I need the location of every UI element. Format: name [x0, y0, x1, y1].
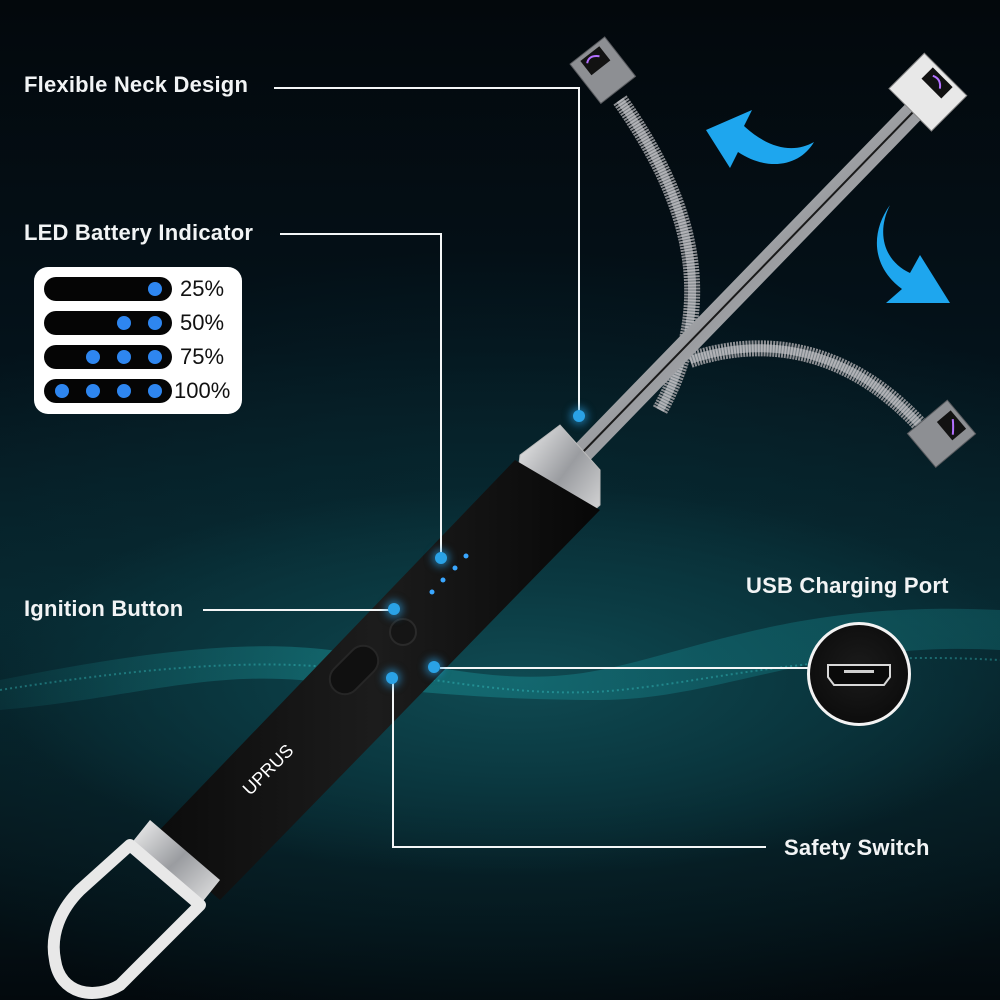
- callout-marker-dot: [435, 552, 447, 564]
- bend-arrow-down-right-icon: [876, 205, 950, 303]
- battery-level-25: 25%: [44, 276, 225, 301]
- usb-port-closeup: [807, 622, 911, 726]
- battery-bar: [44, 277, 172, 301]
- battery-percent-label: 25%: [180, 276, 225, 301]
- leader-line: [440, 233, 442, 555]
- callout-safety-switch: Safety Switch: [784, 835, 930, 860]
- led-dot: [117, 316, 131, 330]
- led-dot: [148, 350, 162, 364]
- battery-level-legend: 25% 50% 75% 100%: [34, 267, 242, 414]
- callout-led-indicator: LED Battery Indicator: [24, 220, 254, 245]
- led-dot: [86, 350, 100, 364]
- leader-line: [440, 667, 808, 669]
- tip-right: [906, 399, 977, 468]
- battery-percent-label: 100%: [174, 378, 231, 403]
- callout-marker-dot: [386, 672, 398, 684]
- callout-marker-dot: [428, 661, 440, 673]
- callout-marker-dot: [573, 410, 585, 422]
- leader-line: [280, 233, 442, 235]
- battery-percent-label: 75%: [180, 344, 225, 369]
- led-dot: [86, 384, 100, 398]
- bend-arrow-up-left-icon: [706, 110, 814, 168]
- tip-top: [888, 52, 968, 132]
- battery-bar: [44, 379, 172, 403]
- led-dot: [148, 384, 162, 398]
- led-dot: [117, 384, 131, 398]
- micro-usb-port-icon: [827, 664, 891, 686]
- battery-level-50: 50%: [44, 310, 225, 335]
- led-dot: [117, 350, 131, 364]
- callout-usb-port: USB Charging Port: [746, 573, 949, 598]
- battery-percent-label: 50%: [180, 310, 225, 335]
- led-dot: [148, 316, 162, 330]
- leader-line: [274, 87, 579, 89]
- battery-bar: [44, 345, 172, 369]
- led-dot: [55, 384, 69, 398]
- callout-ignition-button: Ignition Button: [24, 596, 184, 621]
- leader-line: [392, 846, 766, 848]
- leader-line: [392, 678, 394, 848]
- battery-bar: [44, 311, 172, 335]
- tip-left: [569, 36, 637, 105]
- callout-flexible-neck: Flexible Neck Design: [24, 72, 249, 97]
- leader-line: [203, 609, 391, 611]
- battery-level-100: 100%: [44, 378, 231, 403]
- battery-level-75: 75%: [44, 344, 225, 369]
- callout-marker-dot: [388, 603, 400, 615]
- led-dot: [148, 282, 162, 296]
- leader-line: [578, 87, 580, 414]
